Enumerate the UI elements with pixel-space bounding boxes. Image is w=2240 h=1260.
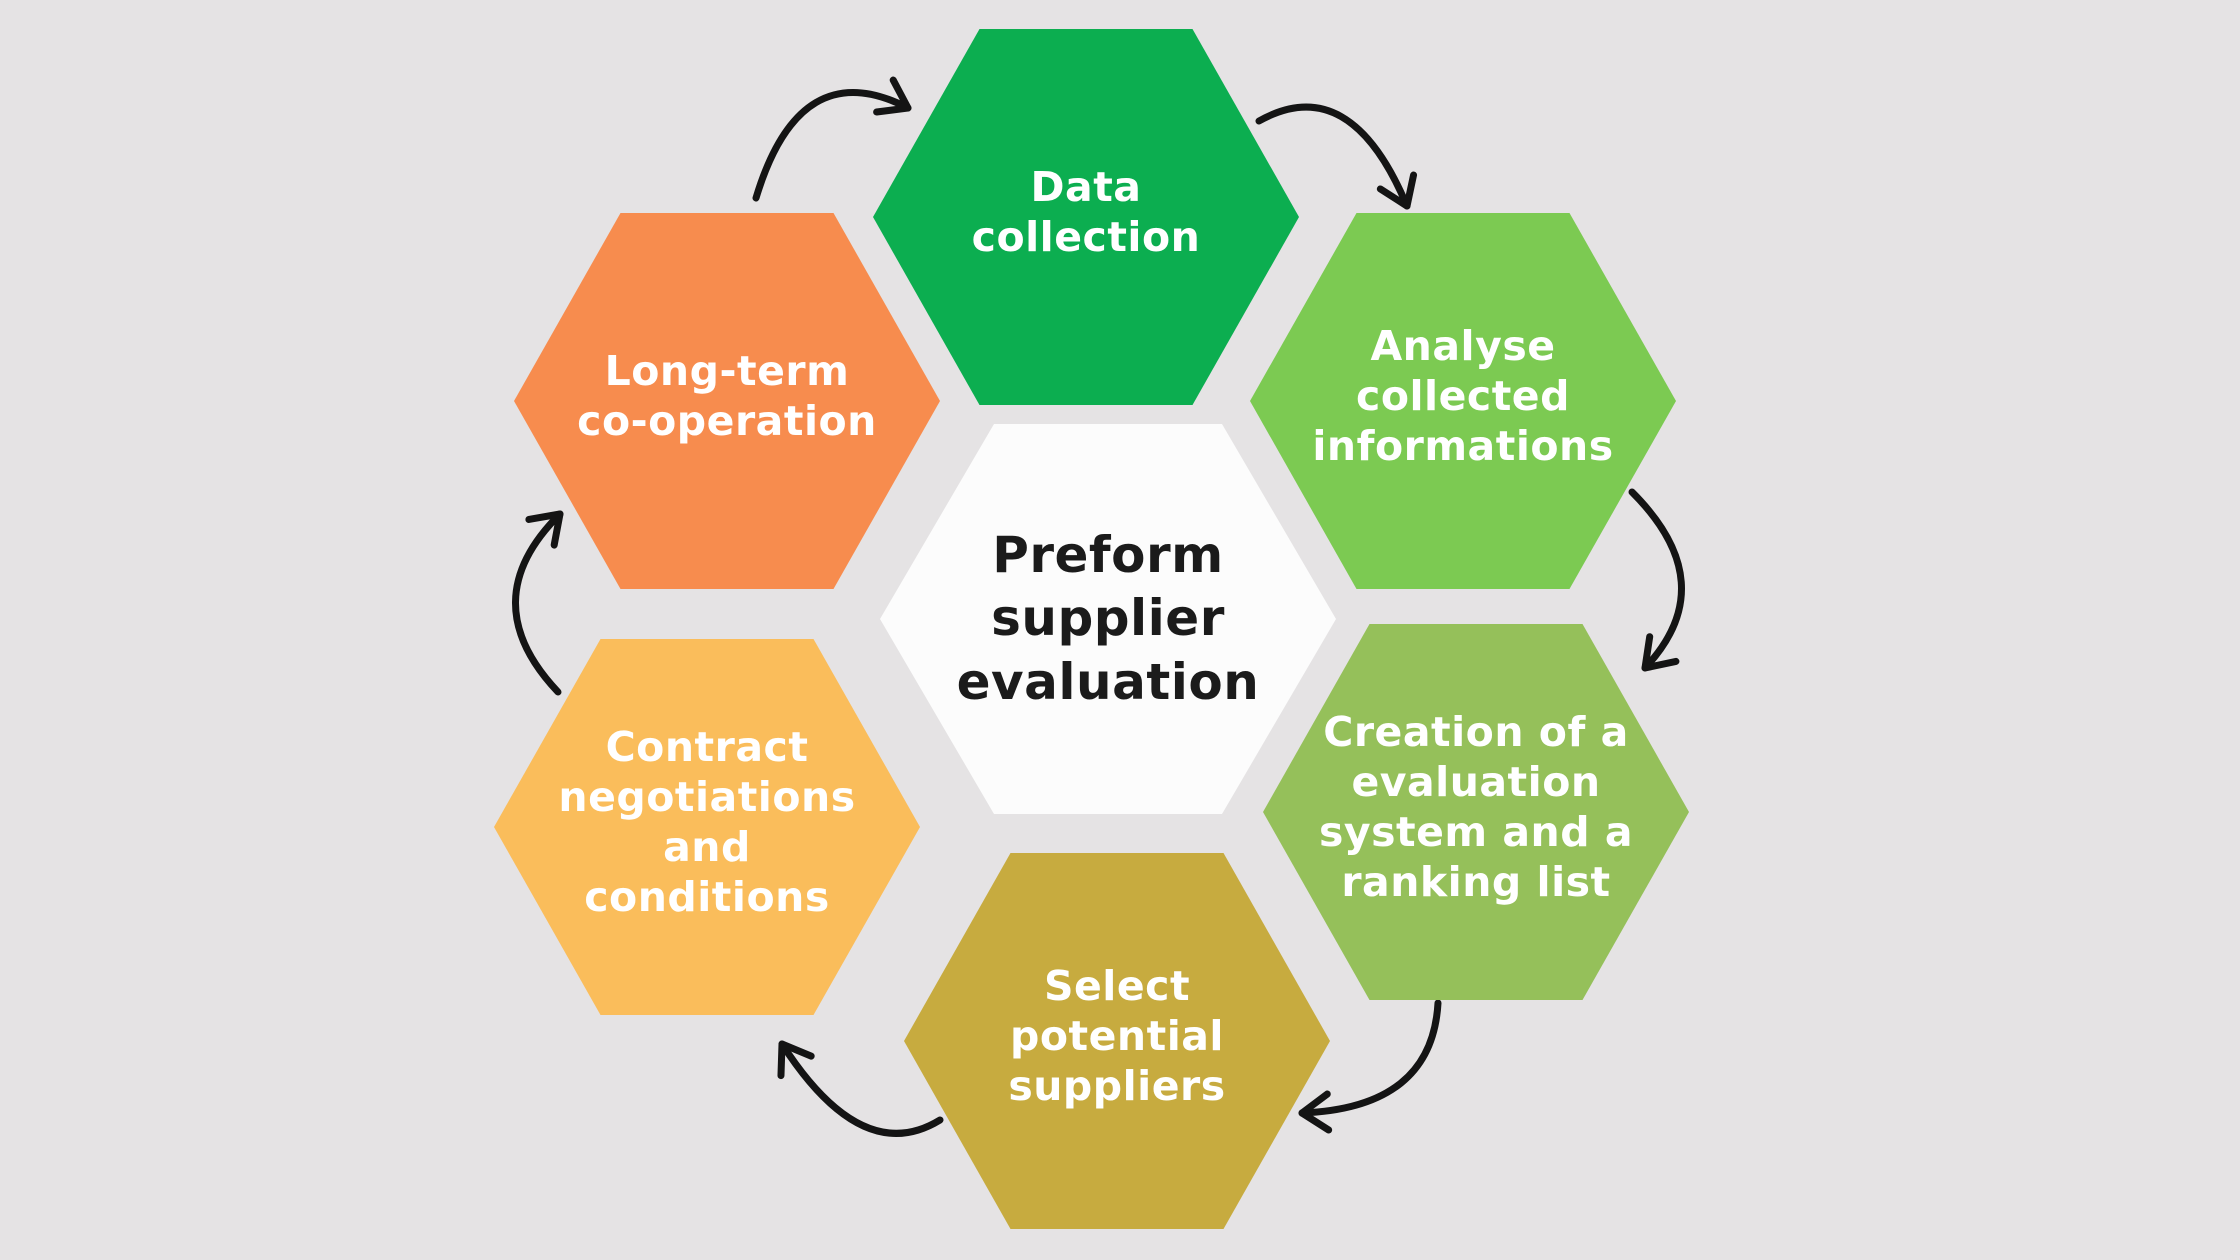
hexagon-contract-negotiations-and-conditions-label: Contract negotiations and conditions [558,722,856,922]
hexagon-center-title: Preform supplier evaluation [880,424,1336,814]
hexagon-analyse-collected-informations-label: Analyse collected informations [1312,321,1614,470]
hexagon-analyse-collected-informations: Analyse collected informations [1250,213,1676,589]
hexagon-data-collection: Data collection [873,29,1299,405]
hexagon-creation-evaluation-system-ranking-list: Creation of a evaluation system and a ra… [1263,624,1689,1000]
arrow-creation-to-select-icon [1298,999,1442,1134]
arrow-longterm-to-data-icon [752,76,912,202]
diagram-title: Preform supplier evaluation [956,525,1260,711]
hexagon-select-potential-suppliers: Select potential suppliers [904,853,1330,1229]
hexagon-creation-evaluation-system-ranking-list-label: Creation of a evaluation system and a ra… [1318,707,1634,907]
arrow-analyse-to-creation-icon [1628,488,1685,672]
hexagon-select-potential-suppliers-label: Select potential suppliers [1008,961,1226,1110]
arrow-contract-to-longterm-icon [512,510,564,696]
hexagon-long-term-co-operation-label: Long-term co-operation [577,346,877,445]
hexagon-contract-negotiations-and-conditions: Contract negotiations and conditions [494,639,920,1015]
hexagon-long-term-co-operation: Long-term co-operation [514,213,940,589]
hexagon-data-collection-label: Data collection [971,162,1201,261]
